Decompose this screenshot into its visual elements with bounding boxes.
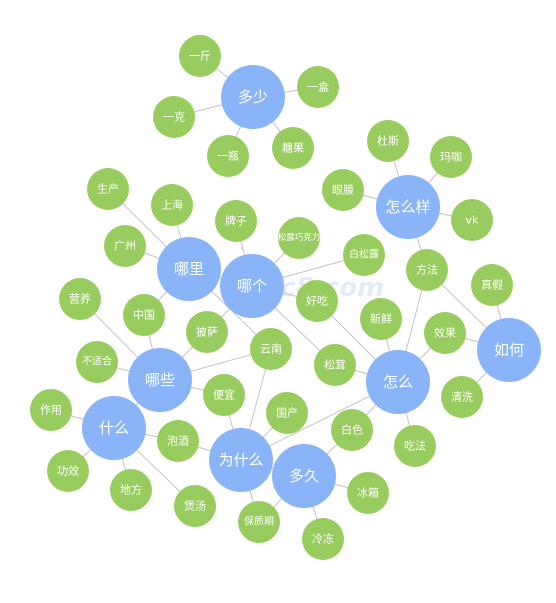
node-circle-paojiu[interactable] — [157, 420, 199, 462]
node-ruhe[interactable]: 如何 — [477, 318, 541, 382]
node-circle-yunnan[interactable] — [250, 328, 292, 370]
node-zuoyong[interactable]: 作用 — [30, 389, 72, 431]
node-circle-bingxiang[interactable] — [347, 472, 389, 514]
node-weishenme[interactable]: 为什么 — [209, 428, 273, 492]
node-shanghai[interactable]: 上海 — [151, 184, 193, 226]
node-zenme[interactable]: 怎么 — [366, 350, 430, 414]
node-yingyang[interactable]: 营养 — [59, 278, 101, 320]
node-circle-difang[interactable] — [110, 469, 152, 511]
node-circle-yike[interactable] — [153, 96, 195, 138]
node-circle-yanmo[interactable] — [322, 169, 364, 211]
node-circle-baise[interactable] — [331, 409, 373, 451]
node-maka[interactable]: 玛咖 — [430, 136, 472, 178]
node-circle-duoshao[interactable] — [221, 65, 285, 129]
node-lengdong[interactable]: 冷冻 — [302, 518, 344, 560]
node-duoshao[interactable]: 多少 — [221, 65, 285, 129]
node-circle-nali[interactable] — [157, 237, 221, 301]
node-circle-songrong[interactable] — [314, 344, 356, 386]
node-circle-yingyang[interactable] — [59, 278, 101, 320]
node-bianyi[interactable]: 便宜 — [203, 374, 245, 416]
node-zenmeyang[interactable]: 怎么样 — [376, 175, 440, 239]
node-circle-baozhiqi[interactable] — [238, 501, 280, 543]
node-circle-nage[interactable] — [220, 254, 284, 318]
node-circle-shanghai[interactable] — [151, 184, 193, 226]
node-buheshi[interactable]: 不适合 — [76, 341, 118, 383]
node-songlu[interactable]: 松露巧克力 — [278, 217, 321, 259]
node-guochan[interactable]: 国产 — [266, 392, 308, 434]
node-yanmo[interactable]: 眼膜 — [322, 169, 364, 211]
node-paojiu[interactable]: 泡酒 — [157, 420, 199, 462]
node-baisonglu[interactable]: 白松露 — [343, 234, 385, 276]
node-circle-dufu[interactable] — [367, 120, 409, 162]
node-dufu[interactable]: 杜斯 — [367, 120, 409, 162]
node-yihe[interactable]: 一盒 — [297, 66, 339, 108]
node-naxie[interactable]: 哪些 — [128, 348, 192, 412]
node-circle-chifa[interactable] — [394, 425, 436, 467]
node-haochi[interactable]: 好吃 — [296, 280, 338, 322]
node-circle-tangguo[interactable] — [272, 127, 314, 169]
node-circle-shengchan[interactable] — [87, 168, 129, 210]
node-yike[interactable]: 一克 — [153, 96, 195, 138]
node-circle-qingxi[interactable] — [441, 376, 483, 418]
node-circle-weishenme[interactable] — [209, 428, 273, 492]
node-zhenjia[interactable]: 真假 — [471, 264, 513, 306]
node-circle-yihe[interactable] — [297, 66, 339, 108]
node-circle-songlu[interactable] — [278, 217, 320, 259]
node-circle-guochan[interactable] — [266, 392, 308, 434]
node-qingxi[interactable]: 清洗 — [441, 376, 483, 418]
node-circle-pisa[interactable] — [186, 311, 228, 353]
node-nage[interactable]: 哪个 — [220, 254, 284, 318]
node-fangfa[interactable]: 方法 — [406, 249, 448, 291]
node-circle-fangfa[interactable] — [406, 249, 448, 291]
node-songrong[interactable]: 松茸 — [314, 344, 356, 386]
node-difang[interactable]: 地方 — [110, 469, 152, 511]
node-pisa[interactable]: 披萨 — [186, 311, 228, 353]
node-shengchan[interactable]: 生产 — [87, 168, 129, 210]
node-circle-bianyi[interactable] — [203, 374, 245, 416]
node-yiping[interactable]: 一瓶 — [207, 135, 249, 177]
node-circle-naxie[interactable] — [128, 348, 192, 412]
node-circle-lengdong[interactable] — [302, 518, 344, 560]
node-circle-ruhe[interactable] — [477, 318, 541, 382]
node-circle-xiaoguo[interactable] — [424, 312, 466, 354]
node-vk[interactable]: vk — [451, 199, 493, 241]
node-yunnan[interactable]: 云南 — [250, 328, 292, 370]
node-xiaoguo[interactable]: 效果 — [424, 312, 466, 354]
node-chifa[interactable]: 吃法 — [394, 425, 436, 467]
node-baise[interactable]: 白色 — [331, 409, 373, 451]
node-circle-paizi[interactable] — [215, 200, 257, 242]
node-circle-yijin[interactable] — [179, 35, 221, 77]
node-circle-zhongguo[interactable] — [123, 294, 165, 336]
node-circle-yiping[interactable] — [207, 135, 249, 177]
node-guangzhou[interactable]: 广州 — [104, 225, 146, 267]
node-circle-zuoyong[interactable] — [30, 389, 72, 431]
node-xinxian[interactable]: 新鲜 — [360, 298, 402, 340]
node-tangguo[interactable]: 糖果 — [272, 127, 314, 169]
node-baozhiqi[interactable]: 保质期 — [238, 501, 280, 543]
node-circle-zenmeyang[interactable] — [376, 175, 440, 239]
node-circle-baisonglu[interactable] — [343, 234, 385, 276]
node-circle-buheshi[interactable] — [76, 341, 118, 383]
node-circle-duojiu[interactable] — [272, 444, 336, 508]
node-nali[interactable]: 哪里 — [157, 237, 221, 301]
node-gongxiao[interactable]: 功效 — [47, 450, 89, 492]
node-circle-shenme[interactable] — [82, 396, 146, 460]
node-bingxiang[interactable]: 冰箱 — [347, 472, 389, 514]
node-circle-vk[interactable] — [451, 199, 493, 241]
node-circle-gongxiao[interactable] — [47, 450, 89, 492]
node-shenme[interactable]: 什么 — [82, 396, 146, 460]
node-zhongguo[interactable]: 中国 — [123, 294, 165, 336]
node-circle-guangzhou[interactable] — [104, 225, 146, 267]
node-paizi[interactable]: 牌子 — [215, 200, 257, 242]
node-baotang[interactable]: 煲汤 — [174, 485, 216, 527]
node-circle-haochi[interactable] — [296, 280, 338, 322]
node-duojiu[interactable]: 多久 — [272, 444, 336, 508]
node-circle-zenme[interactable] — [366, 350, 430, 414]
node-circle-zhenjia[interactable] — [471, 264, 513, 306]
node-yijin[interactable]: 一斤 — [179, 35, 221, 77]
node-circle-xinxian[interactable] — [360, 298, 402, 340]
node-circle-maka[interactable] — [430, 136, 472, 178]
node-circle-baotang[interactable] — [174, 485, 216, 527]
